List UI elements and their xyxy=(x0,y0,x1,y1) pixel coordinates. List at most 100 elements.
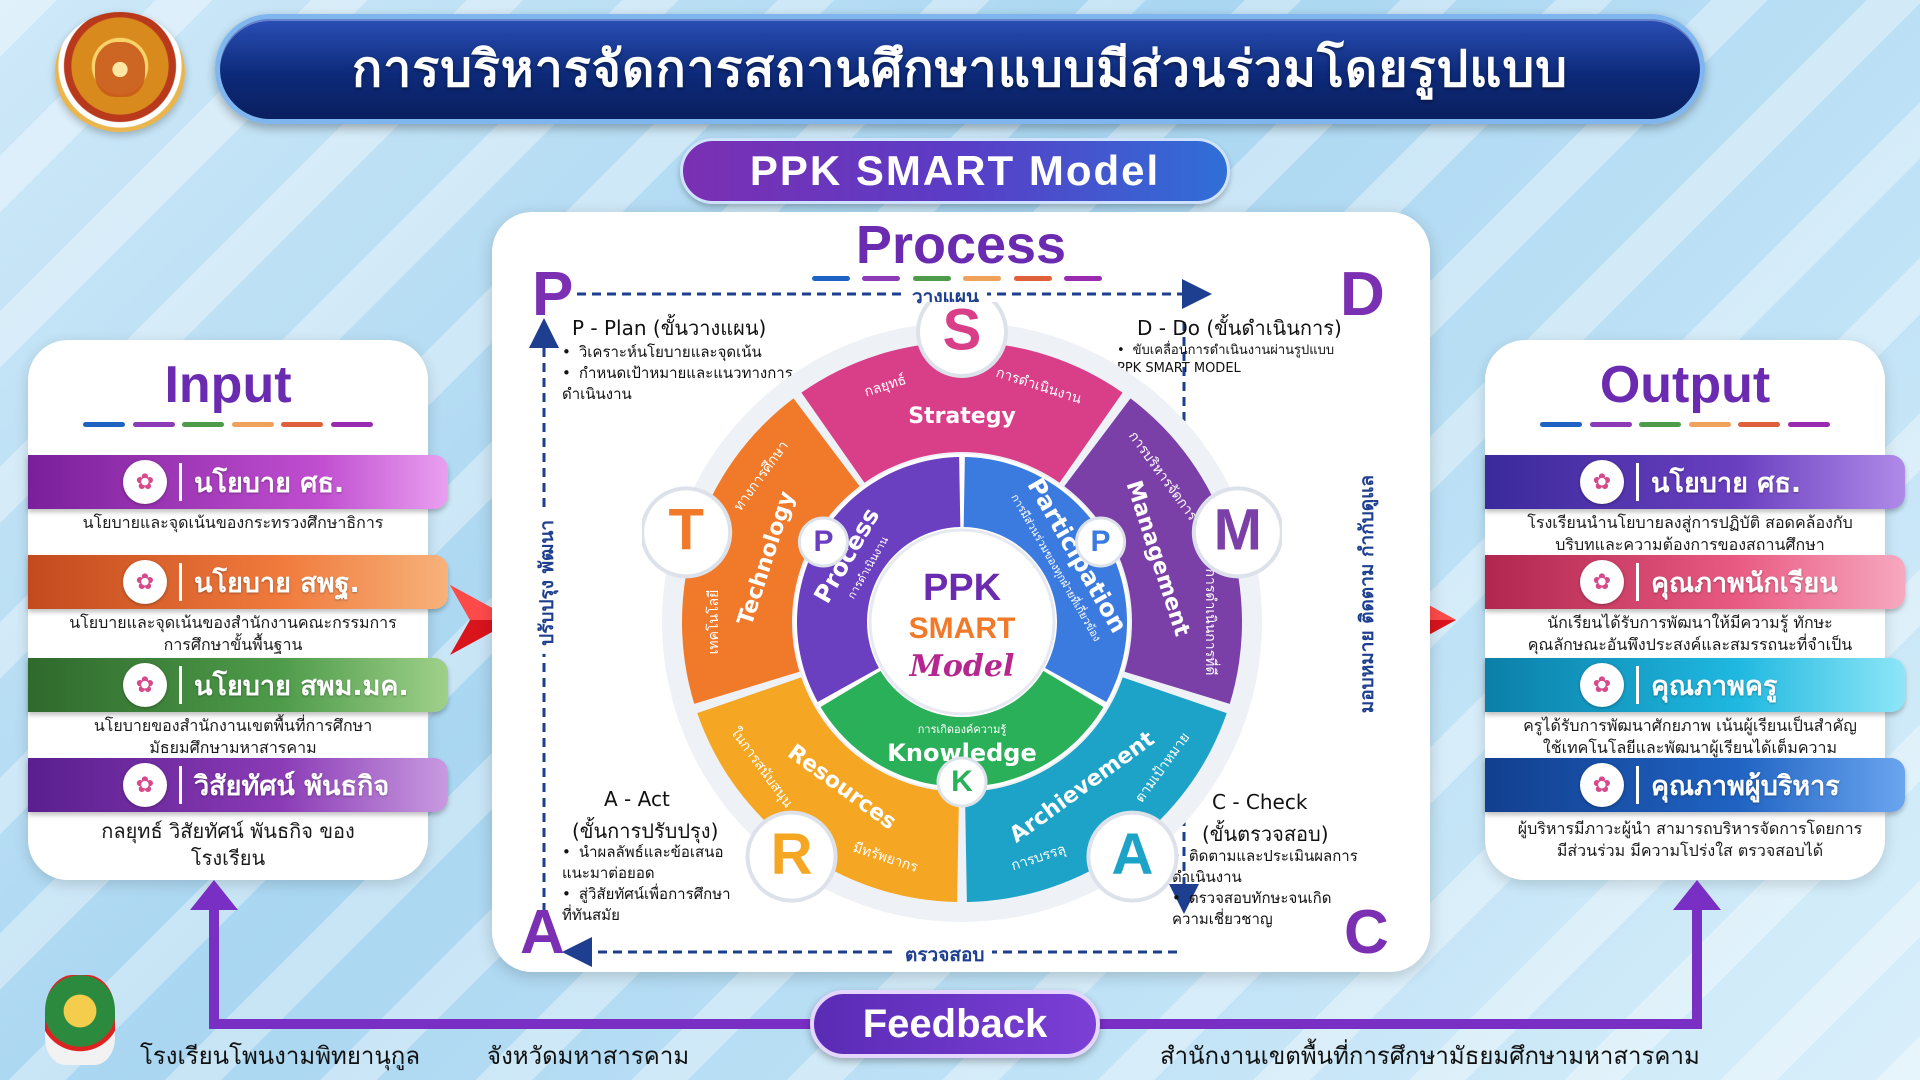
outer-letter-badge xyxy=(745,810,838,903)
inner-letter-badge xyxy=(1075,516,1127,568)
input-item-label: นโยบาย สพฐ. xyxy=(194,567,360,599)
inner-letter-badge xyxy=(797,516,849,568)
outer-letter-r: R xyxy=(771,822,813,887)
output-item-desc: โรงเรียนนำนโยบายลงสู่การปฏิบัติ สอดคล้อง… xyxy=(1527,513,1853,554)
outer-letter-badge xyxy=(1086,810,1179,903)
output-item-admin-quality: ✿ คุณภาพผู้บริหาร xyxy=(1485,758,1905,812)
outer-letter-badge xyxy=(642,486,733,579)
output-item-label: นโยบาย ศธ. xyxy=(1651,467,1802,499)
feedback-banner: Feedback xyxy=(810,990,1100,1058)
corner-letter-p: P xyxy=(532,260,574,329)
inner-letter-k: K xyxy=(951,765,973,798)
outer-segment-strategy xyxy=(801,342,1123,483)
policy-icon: ✿ xyxy=(1580,763,1624,807)
policy-icon: ✿ xyxy=(1580,560,1624,604)
corner-letter-a: A xyxy=(520,898,565,967)
output-item-label: คุณภาพผู้บริหาร xyxy=(1651,770,1840,802)
outer-segment-thai1: เทคโนโลยี xyxy=(705,590,722,655)
footer-office: สำนักงานเขตพื้นที่การศึกษามัธยมศึกษามหาส… xyxy=(1160,1042,1700,1070)
model-name-banner: PPK SMART Model xyxy=(680,138,1230,204)
loop-label-assign: มอบหมาย ติดตาม กำกับดูแล xyxy=(1352,467,1382,722)
input-item-desc: นโยบายและจุดเน้นของกระทรวงศึกษาธิการ xyxy=(82,513,384,532)
wheel-center xyxy=(868,528,1056,716)
process-title: Process xyxy=(855,215,1067,275)
inner-segment-knowledge xyxy=(820,670,1104,787)
output-title: Output xyxy=(1599,356,1771,414)
outer-letter-badge xyxy=(916,302,1008,378)
process-panel: Process P D A C วางแผน ตรวจสอบ ปรับปรุง … xyxy=(492,212,1430,972)
ppk-smart-wheel: Strategyกลยุทธ์การดำเนินงานSManagementกา… xyxy=(642,302,1282,922)
plan-list: วิเคราะห์นโยบายและจุดเน้น กำหนดเป้าหมายแ… xyxy=(562,342,822,405)
policy-icon: ✿ xyxy=(123,460,167,504)
outer-letter-badge xyxy=(1191,486,1282,579)
school-logo xyxy=(45,975,115,1065)
plan-heading: P - Plan (ขั้นวางแผน) xyxy=(572,316,767,340)
input-item-label: วิสัยทัศน์ พันธกิจ xyxy=(194,770,390,802)
footer-province: จังหวัดมหาสารคาม xyxy=(487,1042,690,1070)
input-item-label: นโยบาย สพม.มค. xyxy=(194,670,409,702)
input-item-vision-mission: ✿ วิสัยทัศน์ พันธกิจ xyxy=(28,758,448,812)
input-item-label: นโยบาย ศธ. xyxy=(194,467,345,499)
input-item-area-policy: ✿ นโยบาย สพม.มค. xyxy=(28,658,448,712)
act-subheading: (ขั้นการปรับปรุง) xyxy=(572,819,719,843)
loop-label-check: ตรวจสอบ xyxy=(897,940,993,970)
input-item-obec-policy: ✿ นโยบาย สพฐ. xyxy=(28,555,448,609)
outer-segment-name: Strategy xyxy=(908,404,1016,429)
inner-segment-process xyxy=(797,457,961,702)
plan-item: กำหนดเป้าหมายและแนวทางการดำเนินงาน xyxy=(562,363,822,405)
loop-label-improve: ปรับปรุง พัฒนา xyxy=(532,512,562,654)
outer-segment-resources xyxy=(697,677,960,902)
feedback-label: Feedback xyxy=(862,1001,1048,1046)
output-item-desc: ครูได้รับการพัฒนาศักยภาพ เน้นผู้เรียนเป็… xyxy=(1523,716,1857,778)
output-item-desc: นักเรียนได้รับการพัฒนาให้มีความรู้ ทักษะ… xyxy=(1527,613,1853,654)
policy-icon: ✿ xyxy=(1580,460,1624,504)
outer-letter-t: T xyxy=(668,498,703,563)
process-title-underline xyxy=(812,276,1102,281)
do-list: ขับเคลื่อนการดำเนินงานผ่านรูปแบบ PPK SMA… xyxy=(1117,342,1347,378)
act-heading: A - Act xyxy=(604,787,670,811)
policy-icon: ✿ xyxy=(123,560,167,604)
policy-icon: ✿ xyxy=(123,663,167,707)
output-panel: Output ✿ นโยบาย ศธ. โรงเรียนนำนโยบายลงสู… xyxy=(1485,340,1905,880)
outer-segment-thai2: การดำเนินการที่ดี xyxy=(1202,569,1220,676)
footer-school: โรงเรียนโพนงามพิทยานุกูล xyxy=(140,1042,421,1070)
input-item-desc: กลยุทธ์ วิสัยทัศน์ พันธกิจ ของโรงเรียน xyxy=(101,819,355,870)
outer-segment-archievement xyxy=(964,677,1227,902)
input-panel: Input ✿ นโยบาย ศธ. นโยบายและจุดเน้นของกร… xyxy=(28,340,448,880)
model-name: PPK SMART Model xyxy=(749,147,1161,194)
output-item-moe-policy: ✿ นโยบาย ศธ. xyxy=(1485,455,1905,509)
page-title: การบริหารจัดการสถานศึกษาแบบมีส่วนร่วมโดย… xyxy=(351,40,1568,97)
input-item-desc: นโยบายและจุดเน้นของสำนักงานคณะกรรมการการ… xyxy=(69,613,397,654)
output-item-student-quality: ✿ คุณภาพนักเรียน xyxy=(1485,555,1905,609)
input-item-moe-policy: ✿ นโยบาย ศธ. xyxy=(28,455,448,509)
inner-segment-participation xyxy=(963,457,1127,702)
inner-letter-badge xyxy=(936,756,988,808)
outer-letter-m: M xyxy=(1214,498,1262,563)
outer-segment-technology xyxy=(682,398,860,704)
input-title-underline xyxy=(83,422,373,427)
do-item: ขับเคลื่อนการดำเนินงานผ่านรูปแบบ PPK SMA… xyxy=(1117,342,1347,378)
do-heading: D - Do (ขั้นดำเนินการ) xyxy=(1137,316,1342,340)
output-item-label: คุณภาพนักเรียน xyxy=(1651,567,1838,599)
input-item-desc: นโยบายของสำนักงานเขตพื้นที่การศึกษามัธยม… xyxy=(93,716,373,757)
inner-letter-p: P xyxy=(813,525,833,558)
center-line-ppk: PPK xyxy=(923,567,1002,609)
outer-letter-a: A xyxy=(1112,822,1154,887)
ministry-emblem-logo xyxy=(55,12,185,132)
output-title-underline xyxy=(1540,422,1830,427)
inner-letter-p: P xyxy=(1091,525,1111,558)
check-heading: C - Check xyxy=(1212,790,1308,814)
act-item: นำผลลัพธ์และข้อเสนอแนะมาต่อยอด xyxy=(562,842,732,884)
center-line-model: Model xyxy=(909,649,1015,684)
output-item-teacher-quality: ✿ คุณภาพครู xyxy=(1485,658,1905,712)
output-item-desc: ผู้บริหารมีภาวะผู้นำ สามารถบริหารจัดการโ… xyxy=(1517,819,1863,860)
policy-icon: ✿ xyxy=(1580,663,1624,707)
input-title: Input xyxy=(164,356,292,414)
outer-letter-s: S xyxy=(943,302,982,362)
plan-item: วิเคราะห์นโยบายและจุดเน้น xyxy=(562,342,822,363)
corner-letter-d: D xyxy=(1340,260,1385,329)
policy-icon: ✿ xyxy=(123,763,167,807)
check-item: ติดตามและประเมินผลการดำเนินงาน xyxy=(1172,846,1362,888)
title-banner: การบริหารจัดการสถานศึกษาแบบมีส่วนร่วมโดย… xyxy=(215,14,1705,124)
center-line-smart: SMART xyxy=(909,612,1016,645)
